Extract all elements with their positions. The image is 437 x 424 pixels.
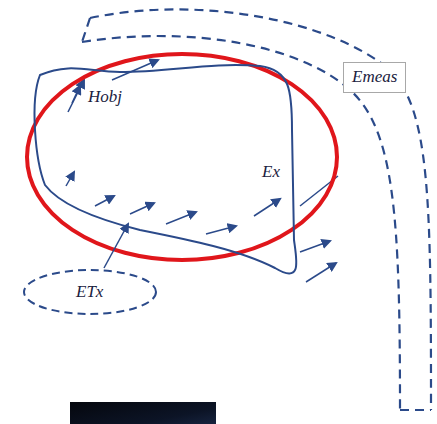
highlight-ellipse	[27, 54, 337, 260]
field-label: Ex	[262, 163, 280, 182]
field-arrow	[104, 224, 128, 268]
field-label: Hobj	[88, 88, 122, 107]
object-region: HobjEx	[30, 55, 305, 287]
dark-image-strip	[70, 402, 216, 424]
transmitter-region: ETx	[22, 268, 158, 316]
field-label: ETx	[76, 283, 103, 302]
measurement-band: Emeas	[75, 10, 435, 415]
field-label: Emeas	[343, 62, 406, 93]
